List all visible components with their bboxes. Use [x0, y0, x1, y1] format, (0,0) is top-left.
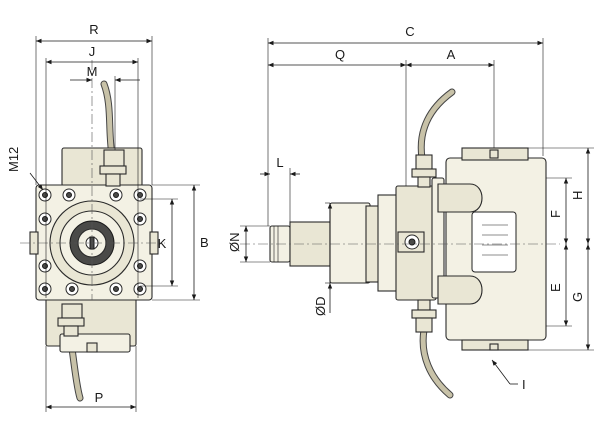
dim-label-g: G [570, 292, 585, 302]
dim-label-l: L [276, 155, 283, 170]
dim-label-a: A [447, 47, 456, 62]
dim-label-m12: M12 [6, 147, 21, 172]
dim-label-n: ØN [227, 233, 242, 253]
front-view: R J M M12 K B P [6, 22, 209, 412]
dim-label-k: K [158, 236, 167, 251]
dim-label-r: R [89, 22, 98, 37]
dim-label-q: Q [335, 47, 345, 62]
dim-label-b: B [200, 235, 209, 250]
dim-label-i: I [522, 377, 526, 392]
dim-label-d: ØD [313, 297, 328, 317]
dim-label-j: J [89, 44, 96, 59]
dim-label-h: H [570, 191, 585, 200]
dim-label-m: M [87, 64, 98, 79]
dim-label-p: P [95, 390, 104, 405]
side-view: C Q A L ØN ØD F H E [227, 24, 594, 399]
dim-label-e: E [548, 283, 563, 292]
front-screws [38, 188, 147, 296]
dim-label-f: F [548, 210, 563, 218]
dim-label-c: C [405, 24, 414, 39]
